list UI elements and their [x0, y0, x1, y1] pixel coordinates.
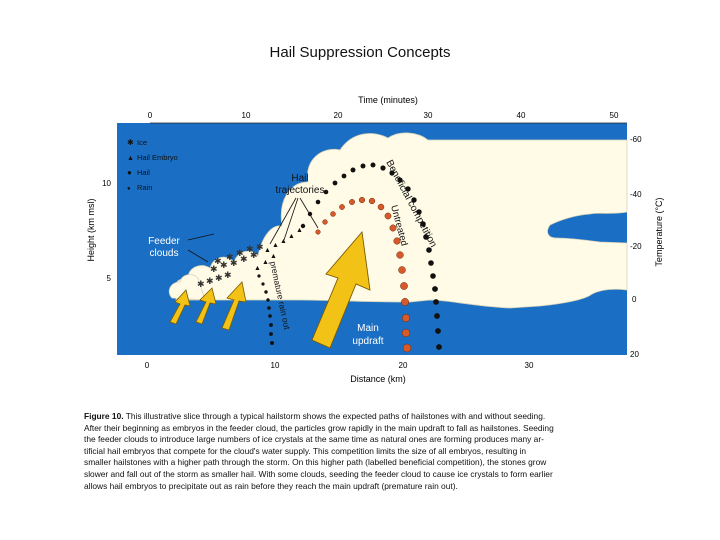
- top-tick: 20: [334, 111, 343, 120]
- legend: ✱ Ice ▲ Hail Embryo ● Hail ● Rain: [127, 138, 178, 192]
- right-tick: -20: [630, 242, 642, 251]
- right-tick: 20: [630, 350, 639, 359]
- ice-icon: ✱: [127, 138, 134, 147]
- svg-text:✱: ✱: [215, 273, 223, 283]
- svg-text:▲: ▲: [296, 227, 303, 234]
- bottom-tick: 0: [145, 361, 150, 370]
- hail-embryo-icon: ▲: [127, 155, 134, 162]
- bottom-tick: 20: [399, 361, 408, 370]
- svg-text:✱: ✱: [224, 270, 232, 280]
- hail-trajectories-pointers: [269, 197, 319, 245]
- right-tick: -60: [630, 135, 642, 144]
- right-tick: 0: [632, 295, 637, 304]
- svg-text:Hail: Hail: [291, 173, 308, 184]
- top-tick: 50: [610, 111, 619, 120]
- svg-text:updraft: updraft: [352, 336, 383, 347]
- hail-embryos: ▲▲▲ ▲▲ ▲▲▲: [254, 227, 303, 272]
- rain-drop-icon: ●: [127, 186, 131, 192]
- hail-icon: ●: [127, 168, 132, 177]
- svg-text:▲: ▲: [270, 253, 277, 260]
- left-axis-label: Height (km msl): [86, 198, 96, 261]
- bottom-axis-label: Distance (km): [350, 374, 406, 384]
- svg-text:▲: ▲: [288, 233, 295, 240]
- legend-label-ice: Ice: [137, 138, 147, 147]
- ice-crystals: ✱✱✱ ✱✱✱ ✱✱✱ ✱✱✱ ✱✱: [197, 242, 264, 289]
- premature-rain-trajectory: [257, 274, 274, 345]
- svg-text:▲: ▲: [280, 238, 287, 245]
- left-tick: 10: [102, 179, 111, 188]
- main-updraft-arrow: [311, 230, 371, 349]
- svg-text:✱: ✱: [206, 276, 214, 286]
- svg-text:▲: ▲: [264, 247, 271, 254]
- figure-label: Figure 10.: [84, 411, 124, 421]
- svg-text:✱: ✱: [250, 250, 258, 260]
- feeder-updraft-arrows: [169, 281, 247, 331]
- right-axis: -60 -40 -20 0 20 Temperature (°C): [630, 135, 664, 359]
- main-updraft-label: Main updraft: [352, 323, 383, 347]
- svg-text:✱: ✱: [236, 248, 244, 258]
- legend-label-hail-embryo: Hail Embryo: [137, 153, 178, 162]
- svg-text:✱: ✱: [210, 264, 218, 274]
- hail-trajectories-label: Hail trajectories: [276, 173, 325, 196]
- svg-text:trajectories: trajectories: [276, 185, 325, 196]
- svg-text:▲: ▲: [254, 265, 261, 272]
- top-axis-label: Time (minutes): [358, 95, 418, 105]
- bottom-tick: 30: [525, 361, 534, 370]
- right-tick: -40: [630, 190, 642, 199]
- svg-text:✱: ✱: [226, 252, 234, 262]
- feeder-puff: [168, 274, 206, 301]
- feeder-clouds-pointers: [187, 233, 215, 263]
- svg-text:✱: ✱: [230, 258, 238, 268]
- svg-text:✱: ✱: [256, 242, 264, 252]
- svg-text:▲: ▲: [262, 259, 269, 266]
- top-axis: Time (minutes) 0 10 20 30 40 50: [148, 95, 627, 124]
- svg-text:Main: Main: [357, 323, 379, 334]
- legend-label-hail: Hail: [137, 168, 150, 177]
- feeder-clouds-label: Feeder clouds: [148, 236, 180, 259]
- untreated-trajectory: [315, 196, 412, 353]
- svg-text:✱: ✱: [197, 279, 205, 289]
- legend-label-rain: Rain: [137, 183, 152, 192]
- bottom-axis: 0 10 20 30 Distance (km): [145, 361, 534, 384]
- svg-text:Feeder: Feeder: [148, 236, 180, 247]
- figure-caption: Figure 10. This illustrative slice throu…: [84, 411, 554, 491]
- top-tick: 40: [517, 111, 526, 120]
- top-tick: 0: [148, 111, 153, 120]
- svg-text:✱: ✱: [220, 260, 228, 270]
- left-axis: Height (km msl) 10 5: [86, 179, 112, 283]
- svg-text:clouds: clouds: [150, 248, 179, 259]
- svg-text:✱: ✱: [246, 244, 254, 254]
- svg-text:✱: ✱: [240, 254, 248, 264]
- bottom-tick: 10: [271, 361, 280, 370]
- slide-title: Hail Suppression Concepts: [269, 44, 451, 61]
- storm-cloud: [173, 132, 628, 309]
- right-axis-label: Temperature (°C): [654, 197, 664, 266]
- top-tick: 10: [242, 111, 251, 120]
- svg-text:✱: ✱: [214, 256, 222, 266]
- svg-text:▲: ▲: [272, 242, 279, 249]
- beneficial-trajectory: [300, 162, 442, 350]
- left-tick: 5: [107, 274, 112, 283]
- top-tick: 30: [424, 111, 433, 120]
